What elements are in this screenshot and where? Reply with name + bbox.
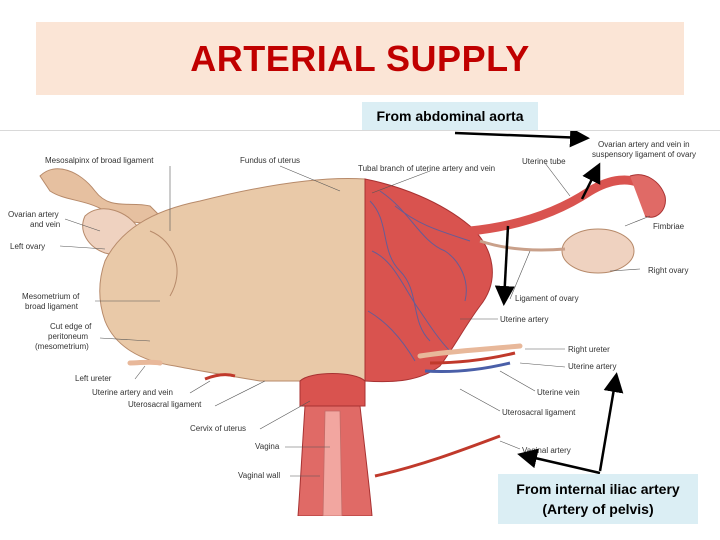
label-cut-edge-1: Cut edge of bbox=[50, 322, 92, 331]
vaginal-artery-vessel bbox=[374, 434, 501, 478]
label-uterine-artery-2: Uterine artery bbox=[568, 362, 616, 371]
callout-abdominal-aorta: From abdominal aorta bbox=[362, 102, 538, 130]
label-left-ureter: Left ureter bbox=[75, 374, 112, 383]
label-vagina: Vagina bbox=[255, 442, 280, 451]
broad-ligament-fold bbox=[149, 230, 178, 297]
label-uterine-tube: Uterine tube bbox=[522, 157, 566, 166]
label-cut-edge-2: peritoneum bbox=[48, 332, 88, 341]
label-cervix: Cervix of uterus bbox=[190, 424, 246, 433]
left-uterine-vessels bbox=[204, 373, 236, 381]
label-mesometrium-2: broad ligament bbox=[25, 302, 79, 311]
label-mesosalpinx: Mesosalpinx of broad ligament bbox=[45, 156, 154, 165]
label-uterosacral-right: Uterosacral ligament bbox=[502, 408, 576, 417]
label-ovarian-suspensory-1: Ovarian artery and vein in bbox=[598, 140, 690, 149]
label-vaginal-wall: Vaginal wall bbox=[238, 471, 280, 480]
label-uterine-artery: Uterine artery bbox=[500, 315, 548, 324]
arrow-to-uterine-artery bbox=[494, 225, 515, 306]
ligament-of-ovary bbox=[479, 239, 566, 252]
label-mesometrium-1: Mesometrium of bbox=[22, 292, 80, 301]
uterine-vein-vessel bbox=[424, 361, 511, 374]
anatomy-figure: Mesosalpinx of broad ligament Fundus of … bbox=[0, 130, 720, 516]
arrow-to-uterine-tube bbox=[580, 162, 601, 200]
callout-internal-iliac-line1: From internal iliac artery bbox=[516, 481, 680, 497]
callout-internal-iliac-line2: (Artery of pelvis) bbox=[542, 501, 654, 517]
label-right-ovary: Right ovary bbox=[648, 266, 688, 275]
label-fundus: Fundus of uterus bbox=[240, 156, 300, 165]
label-ovarian-artery-2: and vein bbox=[30, 220, 60, 229]
left-ureter-vessel bbox=[127, 359, 163, 366]
label-right-ureter: Right ureter bbox=[568, 345, 610, 354]
right-ovary bbox=[561, 228, 635, 274]
label-fimbriae: Fimbriae bbox=[653, 222, 685, 231]
label-ligament-of-ovary: Ligament of ovary bbox=[515, 294, 579, 303]
label-uterine-vein: Uterine vein bbox=[537, 388, 580, 397]
label-cut-edge-3: (mesometrium) bbox=[35, 342, 89, 351]
arrow-up-uterine-artery bbox=[598, 372, 624, 472]
slide-title: ARTERIAL SUPPLY bbox=[190, 37, 530, 79]
leader-lines bbox=[59, 162, 651, 477]
label-ovarian-suspensory-2: suspensory ligament of ovary bbox=[592, 150, 696, 159]
label-ovarian-artery-1: Ovarian artery bbox=[8, 210, 59, 219]
right-ureter-vessel bbox=[417, 343, 523, 359]
arrow-to-vaginal-artery bbox=[517, 448, 601, 475]
callout-abdominal-aorta-text: From abdominal aorta bbox=[376, 108, 524, 124]
uterine-artery-vessel bbox=[429, 351, 516, 365]
right-uterine-tube bbox=[465, 175, 650, 236]
anatomy-illustration: Mesosalpinx of broad ligament Fundus of … bbox=[8, 131, 696, 516]
arrow-to-ovarian-artery bbox=[454, 131, 590, 148]
uterine-vessel-network bbox=[367, 190, 471, 362]
label-left-ovary: Left ovary bbox=[10, 242, 45, 251]
annotation-arrows bbox=[454, 131, 624, 475]
label-vaginal-artery: Vaginal artery bbox=[522, 446, 571, 455]
vaginal-canal bbox=[322, 410, 343, 516]
callout-internal-iliac: From internal iliac artery (Artery of pe… bbox=[498, 474, 698, 524]
cervix bbox=[299, 373, 366, 407]
fimbriae bbox=[629, 174, 666, 218]
title-banner: ARTERIAL SUPPLY bbox=[36, 22, 684, 95]
label-tubal-branch: Tubal branch of uterine artery and vein bbox=[358, 164, 495, 173]
label-uterosacral-left: Uterosacral ligament bbox=[128, 400, 202, 409]
label-uterine-artery-vein: Uterine artery and vein bbox=[92, 388, 173, 397]
uterus-right-half bbox=[364, 178, 493, 383]
